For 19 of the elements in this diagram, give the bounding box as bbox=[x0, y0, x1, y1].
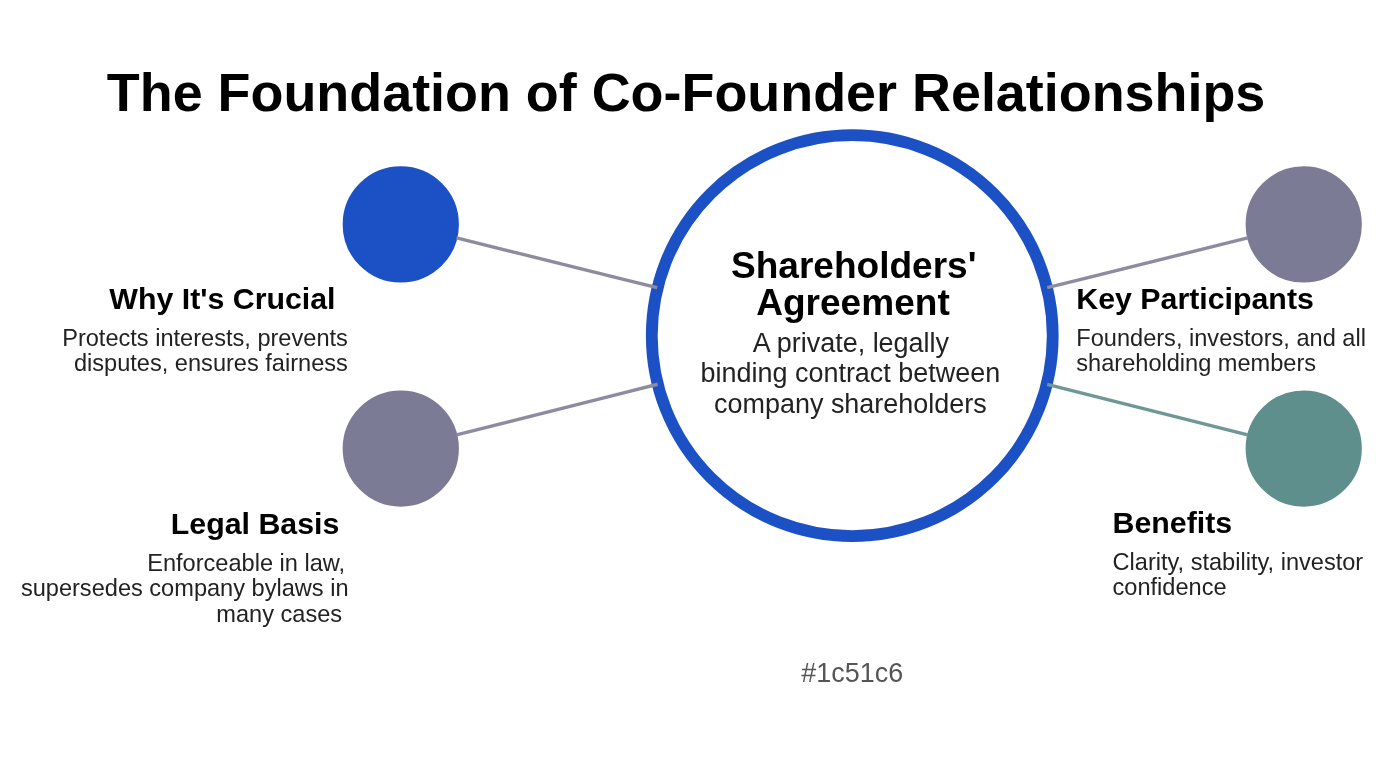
connector bbox=[456, 235, 658, 289]
connector bbox=[1046, 235, 1249, 289]
label: #1c51c6 bbox=[801, 657, 904, 688]
node-circle bbox=[342, 389, 459, 507]
node-label: Key Participants bbox=[1076, 281, 1314, 315]
node-label: Why It's Crucial bbox=[109, 281, 336, 315]
node-label: Legal Basis bbox=[170, 506, 340, 540]
node-label: Protects interests, prevents disputes, ensures fairness bbox=[62, 324, 348, 376]
node-circle bbox=[1245, 389, 1362, 507]
diagram-title: The Foundation of Co-Founder Relationships bbox=[106, 61, 1266, 122]
connector bbox=[456, 382, 659, 437]
node-label: Enforceable in law, supersedes company bylaws in many cases bbox=[20, 549, 349, 627]
node-circle bbox=[1245, 165, 1362, 283]
node-circle: Shareholders' Agreement A private, legally binding contract between company shareholders bbox=[645, 128, 1059, 542]
connector bbox=[1046, 382, 1249, 436]
node-label: Clarity, stability, investor confidence bbox=[1112, 548, 1364, 600]
node-label: Benefits bbox=[1112, 505, 1233, 539]
node-circle bbox=[342, 165, 459, 283]
node-label: Founders, investors, and all shareholding members bbox=[1076, 324, 1366, 376]
